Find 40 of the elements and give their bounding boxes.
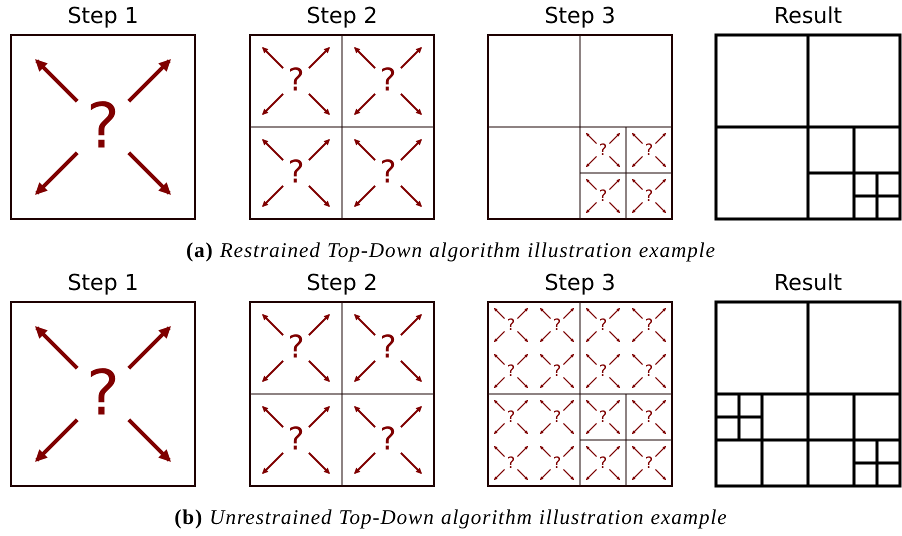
panel-title: Step 2 — [306, 4, 378, 29]
question-mark: ? — [598, 409, 608, 425]
question-mark: ? — [506, 455, 516, 471]
figure-caption: (a) Restrained Top-Down algorithm illustration example — [186, 238, 716, 263]
panel-title: Result — [774, 271, 842, 296]
question-mark: ? — [86, 362, 120, 426]
question-mark: ? — [380, 424, 396, 456]
panel-title: Step 3 — [544, 4, 616, 29]
question-mark: ? — [86, 96, 120, 158]
question-mark: ? — [598, 317, 608, 333]
question-mark: ? — [380, 65, 396, 97]
question-mark: ? — [506, 409, 516, 425]
question-mark: ? — [506, 317, 516, 333]
question-mark: ? — [380, 332, 396, 364]
panel-title: Result — [774, 4, 842, 29]
question-mark: ? — [506, 363, 516, 379]
figure-caption: (b) Unrestrained Top-Down algorithm illustration example — [174, 505, 728, 530]
question-mark: ? — [552, 455, 562, 471]
question-mark: ? — [644, 142, 654, 158]
panel-title: Step 3 — [544, 271, 616, 296]
question-mark: ? — [552, 317, 562, 333]
panel-title: Step 1 — [67, 271, 139, 296]
question-mark: ? — [598, 188, 608, 204]
question-mark: ? — [380, 157, 396, 189]
question-mark: ? — [644, 317, 654, 333]
question-mark: ? — [644, 455, 654, 471]
question-mark: ? — [552, 409, 562, 425]
question-mark: ? — [644, 409, 654, 425]
question-mark: ? — [598, 142, 608, 158]
question-mark: ? — [552, 363, 562, 379]
question-mark: ? — [598, 455, 608, 471]
question-mark: ? — [644, 363, 654, 379]
panel-title: Step 2 — [306, 271, 378, 296]
question-mark: ? — [288, 424, 304, 456]
panel-title: Step 1 — [67, 4, 139, 29]
question-mark: ? — [598, 363, 608, 379]
question-mark: ? — [288, 157, 304, 189]
question-mark: ? — [288, 332, 304, 364]
question-mark: ? — [288, 65, 304, 97]
question-mark: ? — [644, 188, 654, 204]
